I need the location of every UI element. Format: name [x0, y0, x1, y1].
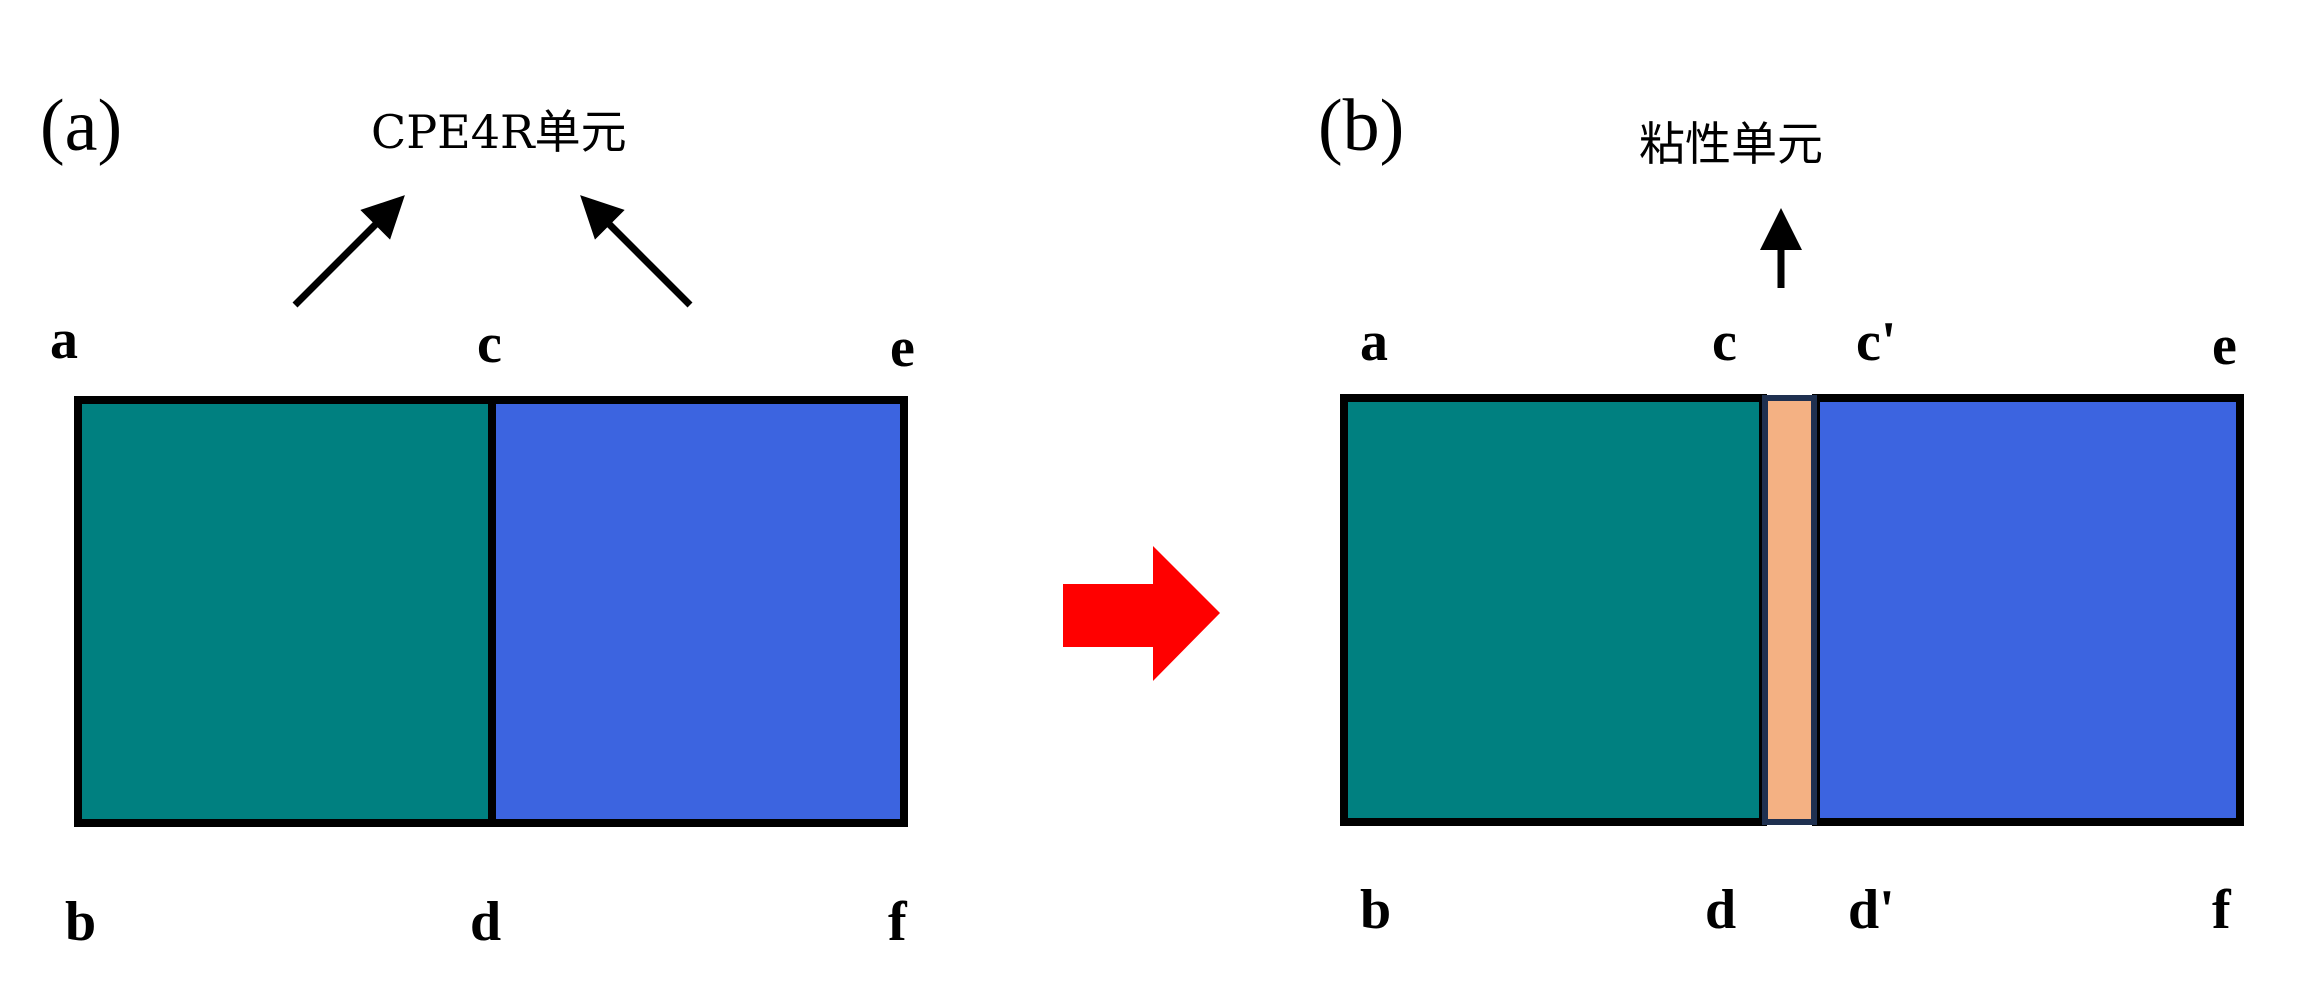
- node-label: e: [2212, 315, 2237, 377]
- cpe4r-element-right: [1812, 394, 2244, 826]
- panel-b: (b) 粘性单元 a c c' e b d d' f: [1318, 85, 2244, 941]
- arrow-icon: [292, 195, 405, 308]
- panel-b-caption: 粘性单元: [1639, 117, 1823, 171]
- node-label: f: [888, 891, 908, 953]
- node-label: c: [1712, 311, 1737, 373]
- node-label: b: [65, 891, 96, 953]
- node-label: d: [470, 891, 501, 953]
- node-label: a: [50, 309, 78, 371]
- cpe4r-element-right: [488, 396, 908, 827]
- node-label: f: [2212, 879, 2232, 941]
- node-label: a: [1360, 311, 1388, 373]
- cpe4r-element-left: [74, 396, 496, 827]
- panel-a-label: (a): [40, 85, 122, 167]
- node-label: d: [1705, 879, 1736, 941]
- node-label: e: [890, 317, 915, 379]
- transition-arrow-icon: [1063, 546, 1220, 681]
- panel-a: (a) CPE4R单元 a c e b d f: [40, 85, 915, 953]
- panel-a-caption: CPE4R单元: [371, 105, 627, 159]
- panel-b-label: (b): [1318, 85, 1404, 167]
- cpe4r-element-left: [1340, 394, 1767, 826]
- node-label: b: [1360, 879, 1391, 941]
- node-label: c': [1856, 311, 1896, 373]
- node-label: c: [477, 313, 502, 375]
- arrow-icon: [580, 195, 693, 308]
- node-label: d': [1848, 879, 1895, 941]
- cohesive-element: [1762, 395, 1817, 825]
